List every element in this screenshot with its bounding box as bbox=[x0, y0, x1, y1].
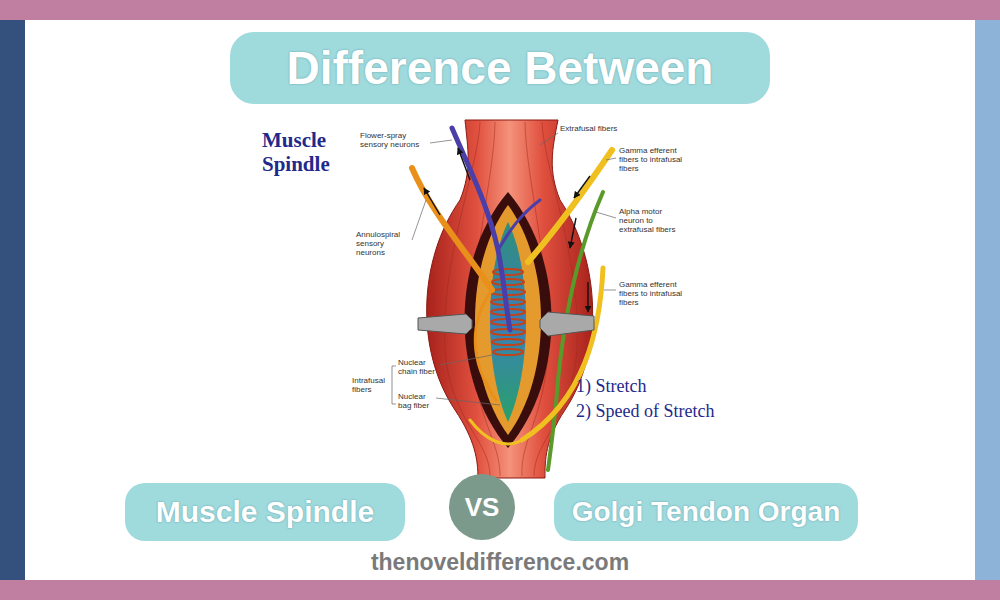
leader-lines bbox=[392, 133, 616, 405]
watermark: thenoveldifference.com bbox=[371, 549, 629, 575]
part-label: Alpha motor neuron to extrafusal fibers bbox=[619, 207, 689, 235]
title-pill: Difference Between bbox=[230, 32, 770, 104]
left-band bbox=[0, 20, 25, 580]
part-label: Intrafusal fibers bbox=[352, 376, 390, 394]
part-label: Gamma efferent fibers to intrafusal fibe… bbox=[619, 280, 683, 308]
vs-text: VS bbox=[465, 492, 500, 523]
right-band bbox=[975, 20, 1000, 580]
top-band bbox=[0, 0, 1000, 20]
part-label: Gamma efferent fibers to intrafusal fibe… bbox=[619, 146, 683, 174]
striations bbox=[445, 122, 578, 476]
stimulus-note: 2) Speed of Stretch bbox=[576, 401, 714, 422]
part-label: Nuclear bag fiber bbox=[398, 392, 436, 410]
term-text: Muscle Spindle bbox=[156, 495, 374, 529]
part-label: Flower-spray sensory neurons bbox=[360, 131, 428, 149]
term-pill: Muscle Spindle bbox=[125, 483, 405, 541]
stretch-clamps bbox=[418, 312, 594, 336]
flow-arrows bbox=[424, 148, 590, 312]
muscle-body bbox=[427, 120, 593, 478]
part-label: Annulospiral sensory neurons bbox=[356, 230, 414, 258]
term-text: Golgi Tendon Organ bbox=[572, 496, 841, 528]
term-pill: Golgi Tendon Organ bbox=[554, 483, 859, 541]
bottom-band bbox=[0, 580, 1000, 600]
vs-circle: VS bbox=[449, 474, 515, 540]
stimulus-note: 1) Stretch bbox=[576, 376, 646, 397]
part-label: Extrafusal fibers bbox=[560, 124, 630, 133]
title-text: Difference Between bbox=[287, 41, 714, 95]
illustration-heading: Muscle Spindle bbox=[262, 128, 357, 176]
part-label: Nuclear chain fiber bbox=[398, 358, 440, 376]
